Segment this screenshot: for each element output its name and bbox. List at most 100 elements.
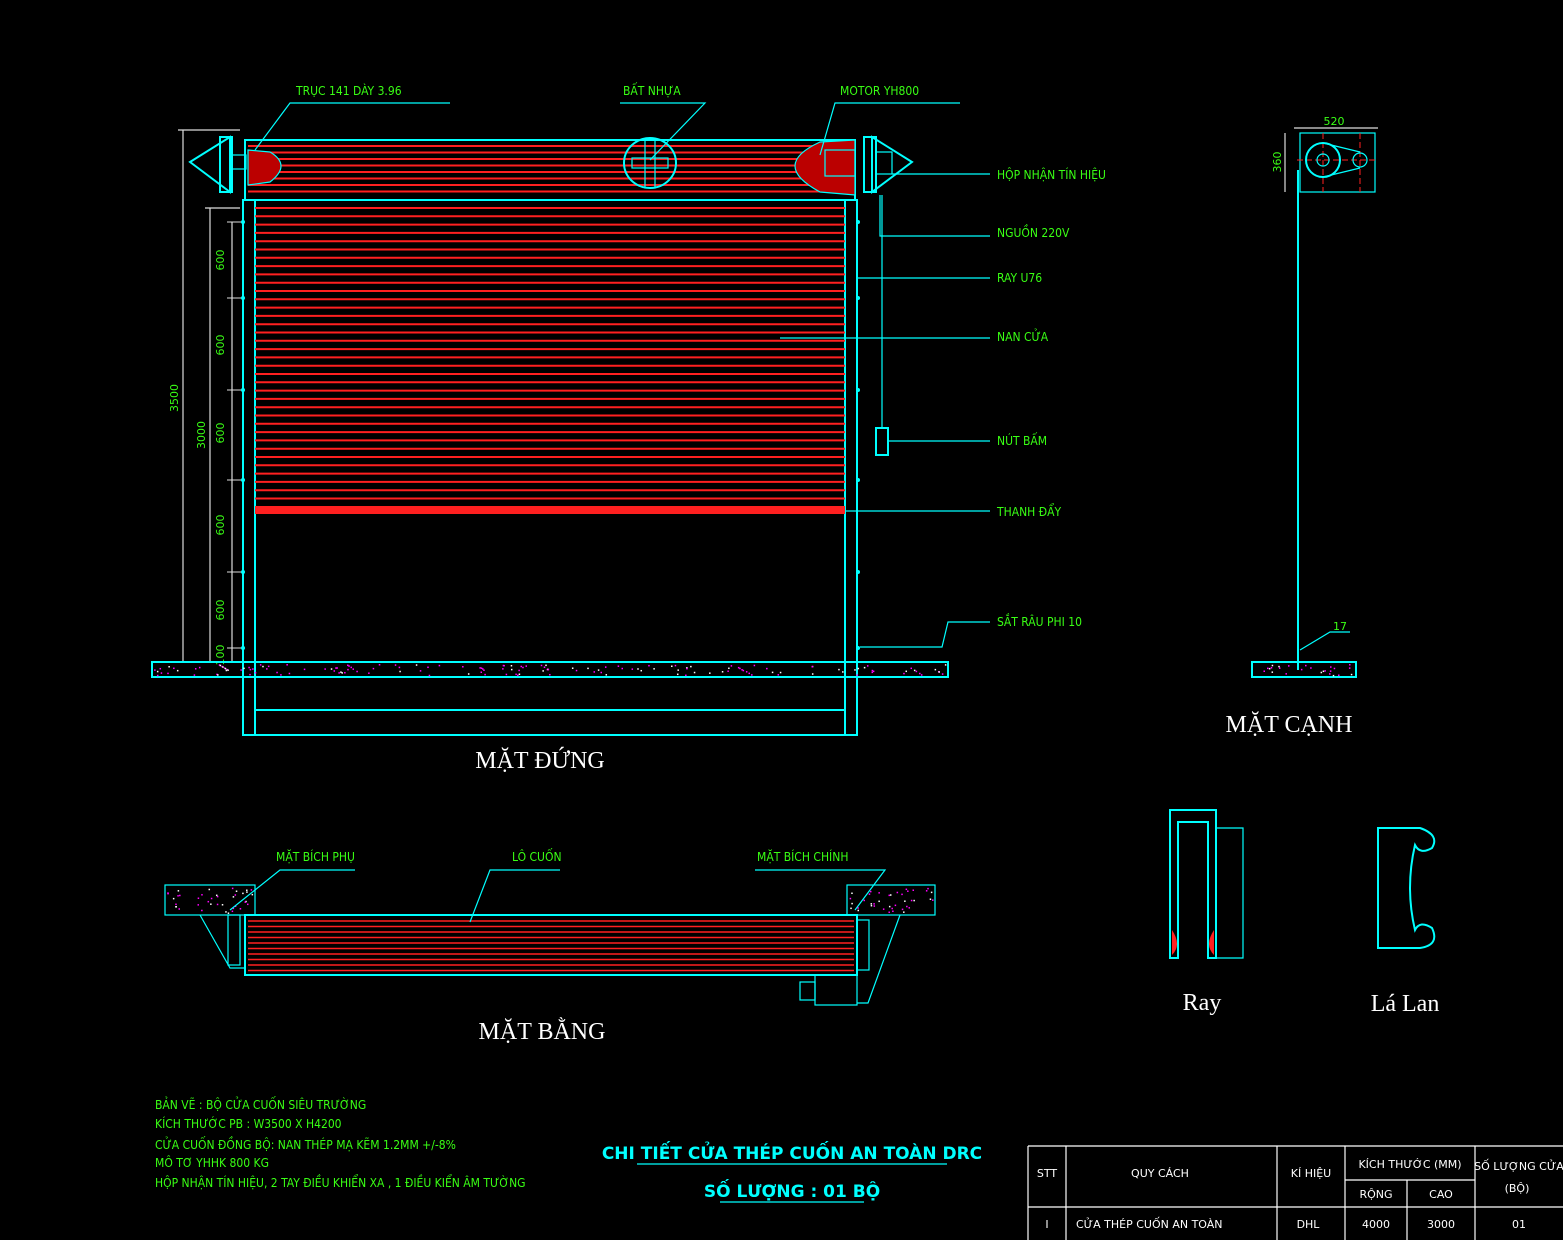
concrete-speckle [873,903,875,905]
concrete-speckle [690,665,692,668]
concrete-speckle [210,897,213,900]
concrete-speckle [811,673,814,675]
label-slats: NAN CỬA [997,328,1049,344]
concrete-speckle [934,668,937,671]
concrete-speckle [520,665,522,668]
control-wiring [875,195,990,456]
concrete-speckle [674,664,677,667]
concrete-speckle [903,672,905,675]
concrete-speckle [216,673,218,676]
header-stt: STT [1037,1167,1058,1180]
concrete-speckle [227,912,230,914]
concrete-speckle [748,672,750,675]
concrete-speckle [231,910,234,913]
concrete-speckle [175,906,177,908]
concrete-speckle [742,669,745,672]
concrete-speckle [1348,667,1351,669]
concrete-speckle [197,897,200,899]
rail-bolt [856,388,860,392]
concrete-speckle [693,671,696,674]
dim-segment: 100 [214,645,227,666]
concrete-speckle [913,669,916,672]
concrete-speckle [910,667,913,670]
concrete-speckle [462,666,464,668]
quantity-title: SỐ LƯỢNG : 01 BỘ [704,1178,880,1202]
concrete-speckle [631,668,634,670]
concrete-speckle [919,672,921,675]
spec-table-text: STT QUY CÁCH KÍ HIỆU KÍCH THƯỚC (MM) RỘN… [1037,1158,1563,1231]
concrete-speckle [246,891,248,893]
concrete-speckle [905,670,908,673]
concrete-speckle [194,668,197,670]
concrete-speckle [330,668,333,670]
concrete-speckle [502,664,505,667]
concrete-speckle [910,899,913,902]
rail-bolt [241,646,245,650]
motor-bracket [863,135,914,194]
concrete-speckle [154,669,156,671]
concrete-speckle [276,671,278,674]
concrete-speckle [216,895,219,898]
concrete-speckle [549,673,551,676]
concrete-speckle [348,665,350,667]
concrete-speckle [368,672,370,674]
concrete-speckle [888,911,890,914]
concrete-speckle [482,668,484,670]
concrete-speckle [637,668,639,670]
concrete-speckle [856,674,858,676]
concrete-speckle [906,905,908,908]
title-block: CHI TIẾT CỬA THÉP CUỐN AN TOÀN DRC SỐ LƯ… [602,1140,982,1203]
concrete-speckle [857,667,860,670]
concrete-speckle [1324,670,1326,672]
concrete-speckle [267,665,270,668]
concrete-speckle [543,666,546,669]
concrete-speckle [394,664,397,666]
concrete-speckle [234,894,237,896]
concrete-speckle [1285,673,1287,675]
concrete-speckle [176,669,179,672]
concrete-speckle [1300,668,1303,671]
concrete-speckle [571,667,574,669]
concrete-speckle [621,667,623,670]
concrete-speckle [168,666,170,668]
label-roller: LÔ CUỐN [512,848,562,864]
concrete-speckle [247,903,249,906]
note-line: CỬA CUỐN ĐỒNG BỘ: NAN THÉP MẠ KẼM 1.2MM … [155,1136,456,1152]
concrete-speckle [254,672,257,674]
concrete-speckle [428,674,431,677]
concrete-speckle [216,903,219,906]
concrete-speckle [1263,670,1265,672]
motor-unit [814,974,858,1006]
concrete-speckle [1310,667,1312,669]
concrete-speckle [193,674,196,676]
concrete-speckle [219,664,222,667]
concrete-speckle [502,668,504,670]
header-height: CAO [1429,1188,1453,1201]
header-size: KÍCH THƯỚC (MM) [1358,1158,1461,1171]
concrete-speckle [1322,670,1325,673]
concrete-speckle [1268,667,1271,670]
concrete-speckle [904,900,906,902]
plan-view: MẶT BÍCH PHỤ LÔ CUỐN MẶT BÍCH CHÍNH MẶT … [164,848,936,1045]
concrete-speckle [266,668,268,670]
concrete-speckle [1330,666,1332,668]
left-bracket [188,135,247,194]
concrete-speckle [753,664,756,667]
concrete-speckle [173,667,175,670]
header-spec: QUY CÁCH [1131,1167,1189,1180]
header-qty-unit: (BỘ) [1505,1182,1530,1195]
concrete-speckle [372,667,375,670]
concrete-speckle [1266,667,1269,670]
concrete-speckle [905,888,908,891]
concrete-speckle [340,671,342,673]
concrete-speckle [177,895,179,897]
concrete-speckle [178,908,180,910]
concrete-speckle [232,896,235,898]
concrete-speckle [540,664,543,667]
concrete-speckle [915,670,918,673]
concrete-speckle [1333,667,1336,670]
concrete-speckle [857,907,859,909]
concrete-speckle [286,664,288,666]
concrete-speckle [240,669,242,671]
concrete-speckle [878,900,880,903]
